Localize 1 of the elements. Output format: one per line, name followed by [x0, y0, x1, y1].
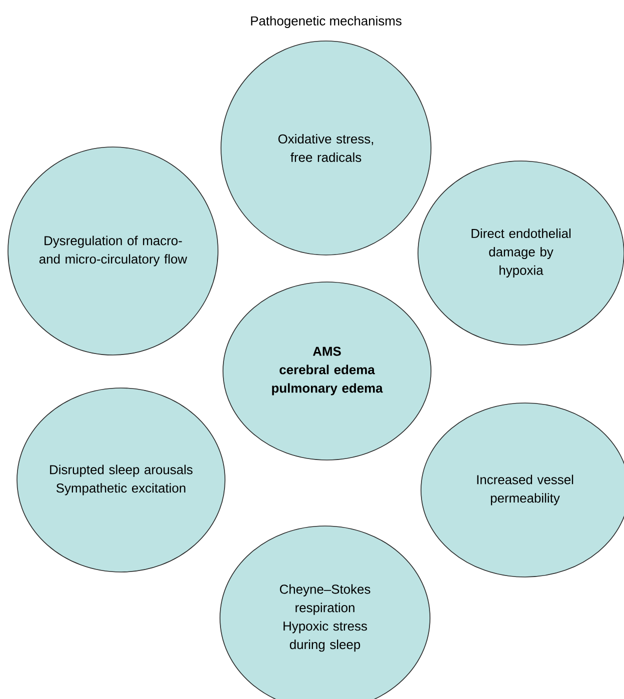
- title: Pathogenetic mechanisms: [251, 16, 402, 28]
